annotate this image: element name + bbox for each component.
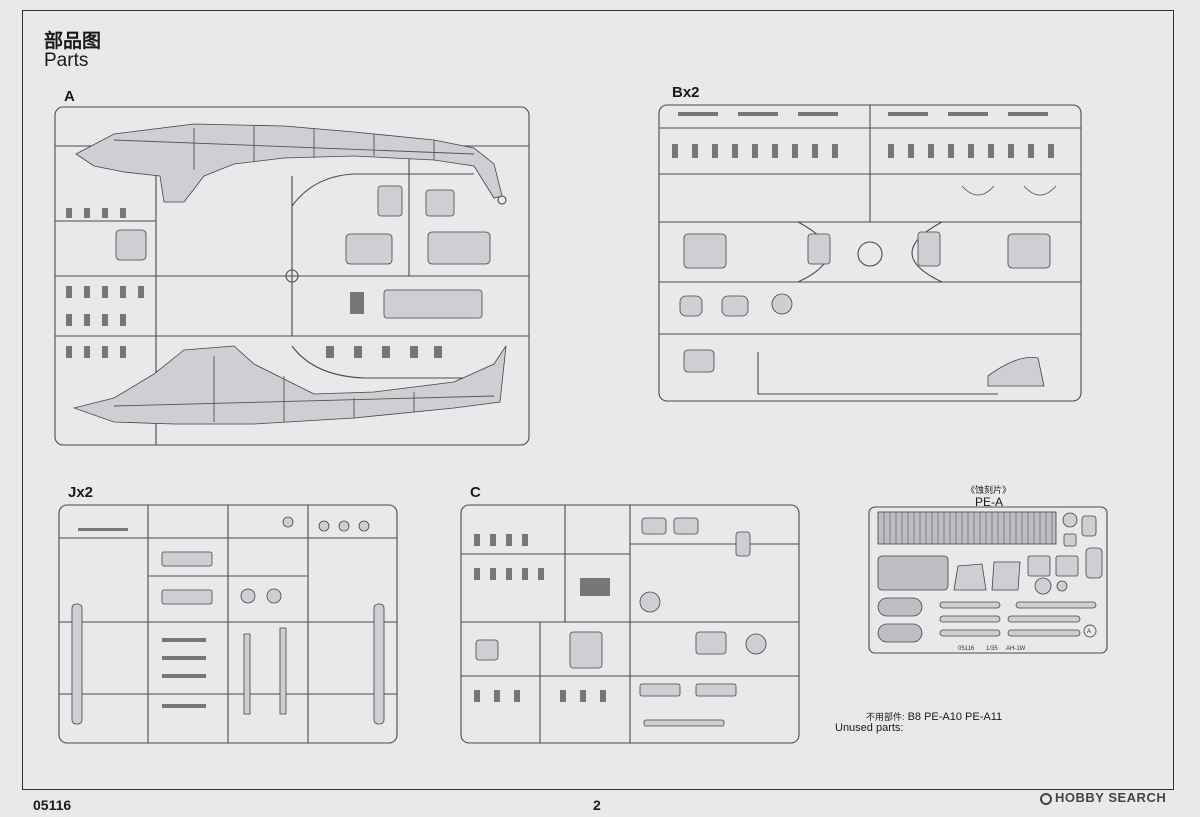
page-title-cn: 部品图 — [44, 31, 102, 52]
footer-page-number: 2 — [593, 797, 601, 813]
pe-label-cn: 《蚀刻片》 — [966, 485, 1012, 495]
sprue-c-diagram — [460, 504, 800, 744]
sprue-b-diagram — [658, 104, 1082, 402]
pe-sheet-scale: 1/35 — [986, 646, 998, 652]
sprue-a-diagram — [54, 106, 530, 446]
unused-label-cn: 不用部件: — [866, 712, 905, 722]
watermark-text: HOBBY SEARCH — [1055, 790, 1167, 805]
pe-sheet-code: 05116 — [958, 646, 975, 652]
unused-parts-list: B8 PE-A10 PE-A11 — [907, 711, 1003, 723]
sprue-j-diagram — [58, 504, 398, 744]
page-frame — [22, 10, 1174, 790]
watermark-logo-icon — [1040, 793, 1052, 805]
sprue-a-label: A — [64, 88, 75, 105]
footer-code: 05116 — [33, 797, 72, 813]
watermark: HOBBY SEARCH — [1040, 790, 1166, 805]
sprue-b-label: Bx2 — [672, 84, 700, 101]
pe-label: PE-A — [975, 495, 1004, 509]
unused-label-en: Unused parts: — [835, 722, 904, 734]
pe-sheet: 05116 1/35 AH-1W A — [868, 506, 1108, 654]
pe-sheet-model: AH-1W — [1006, 646, 1026, 652]
unused-parts: 不用部件: B8 PE-A10 PE-A11 — [866, 710, 1002, 723]
sprue-c-label: C — [470, 484, 481, 501]
sprue-j-label: Jx2 — [68, 484, 94, 501]
pe-sheet-letter: A — [1087, 629, 1091, 635]
page-title-en: Parts — [44, 50, 89, 71]
